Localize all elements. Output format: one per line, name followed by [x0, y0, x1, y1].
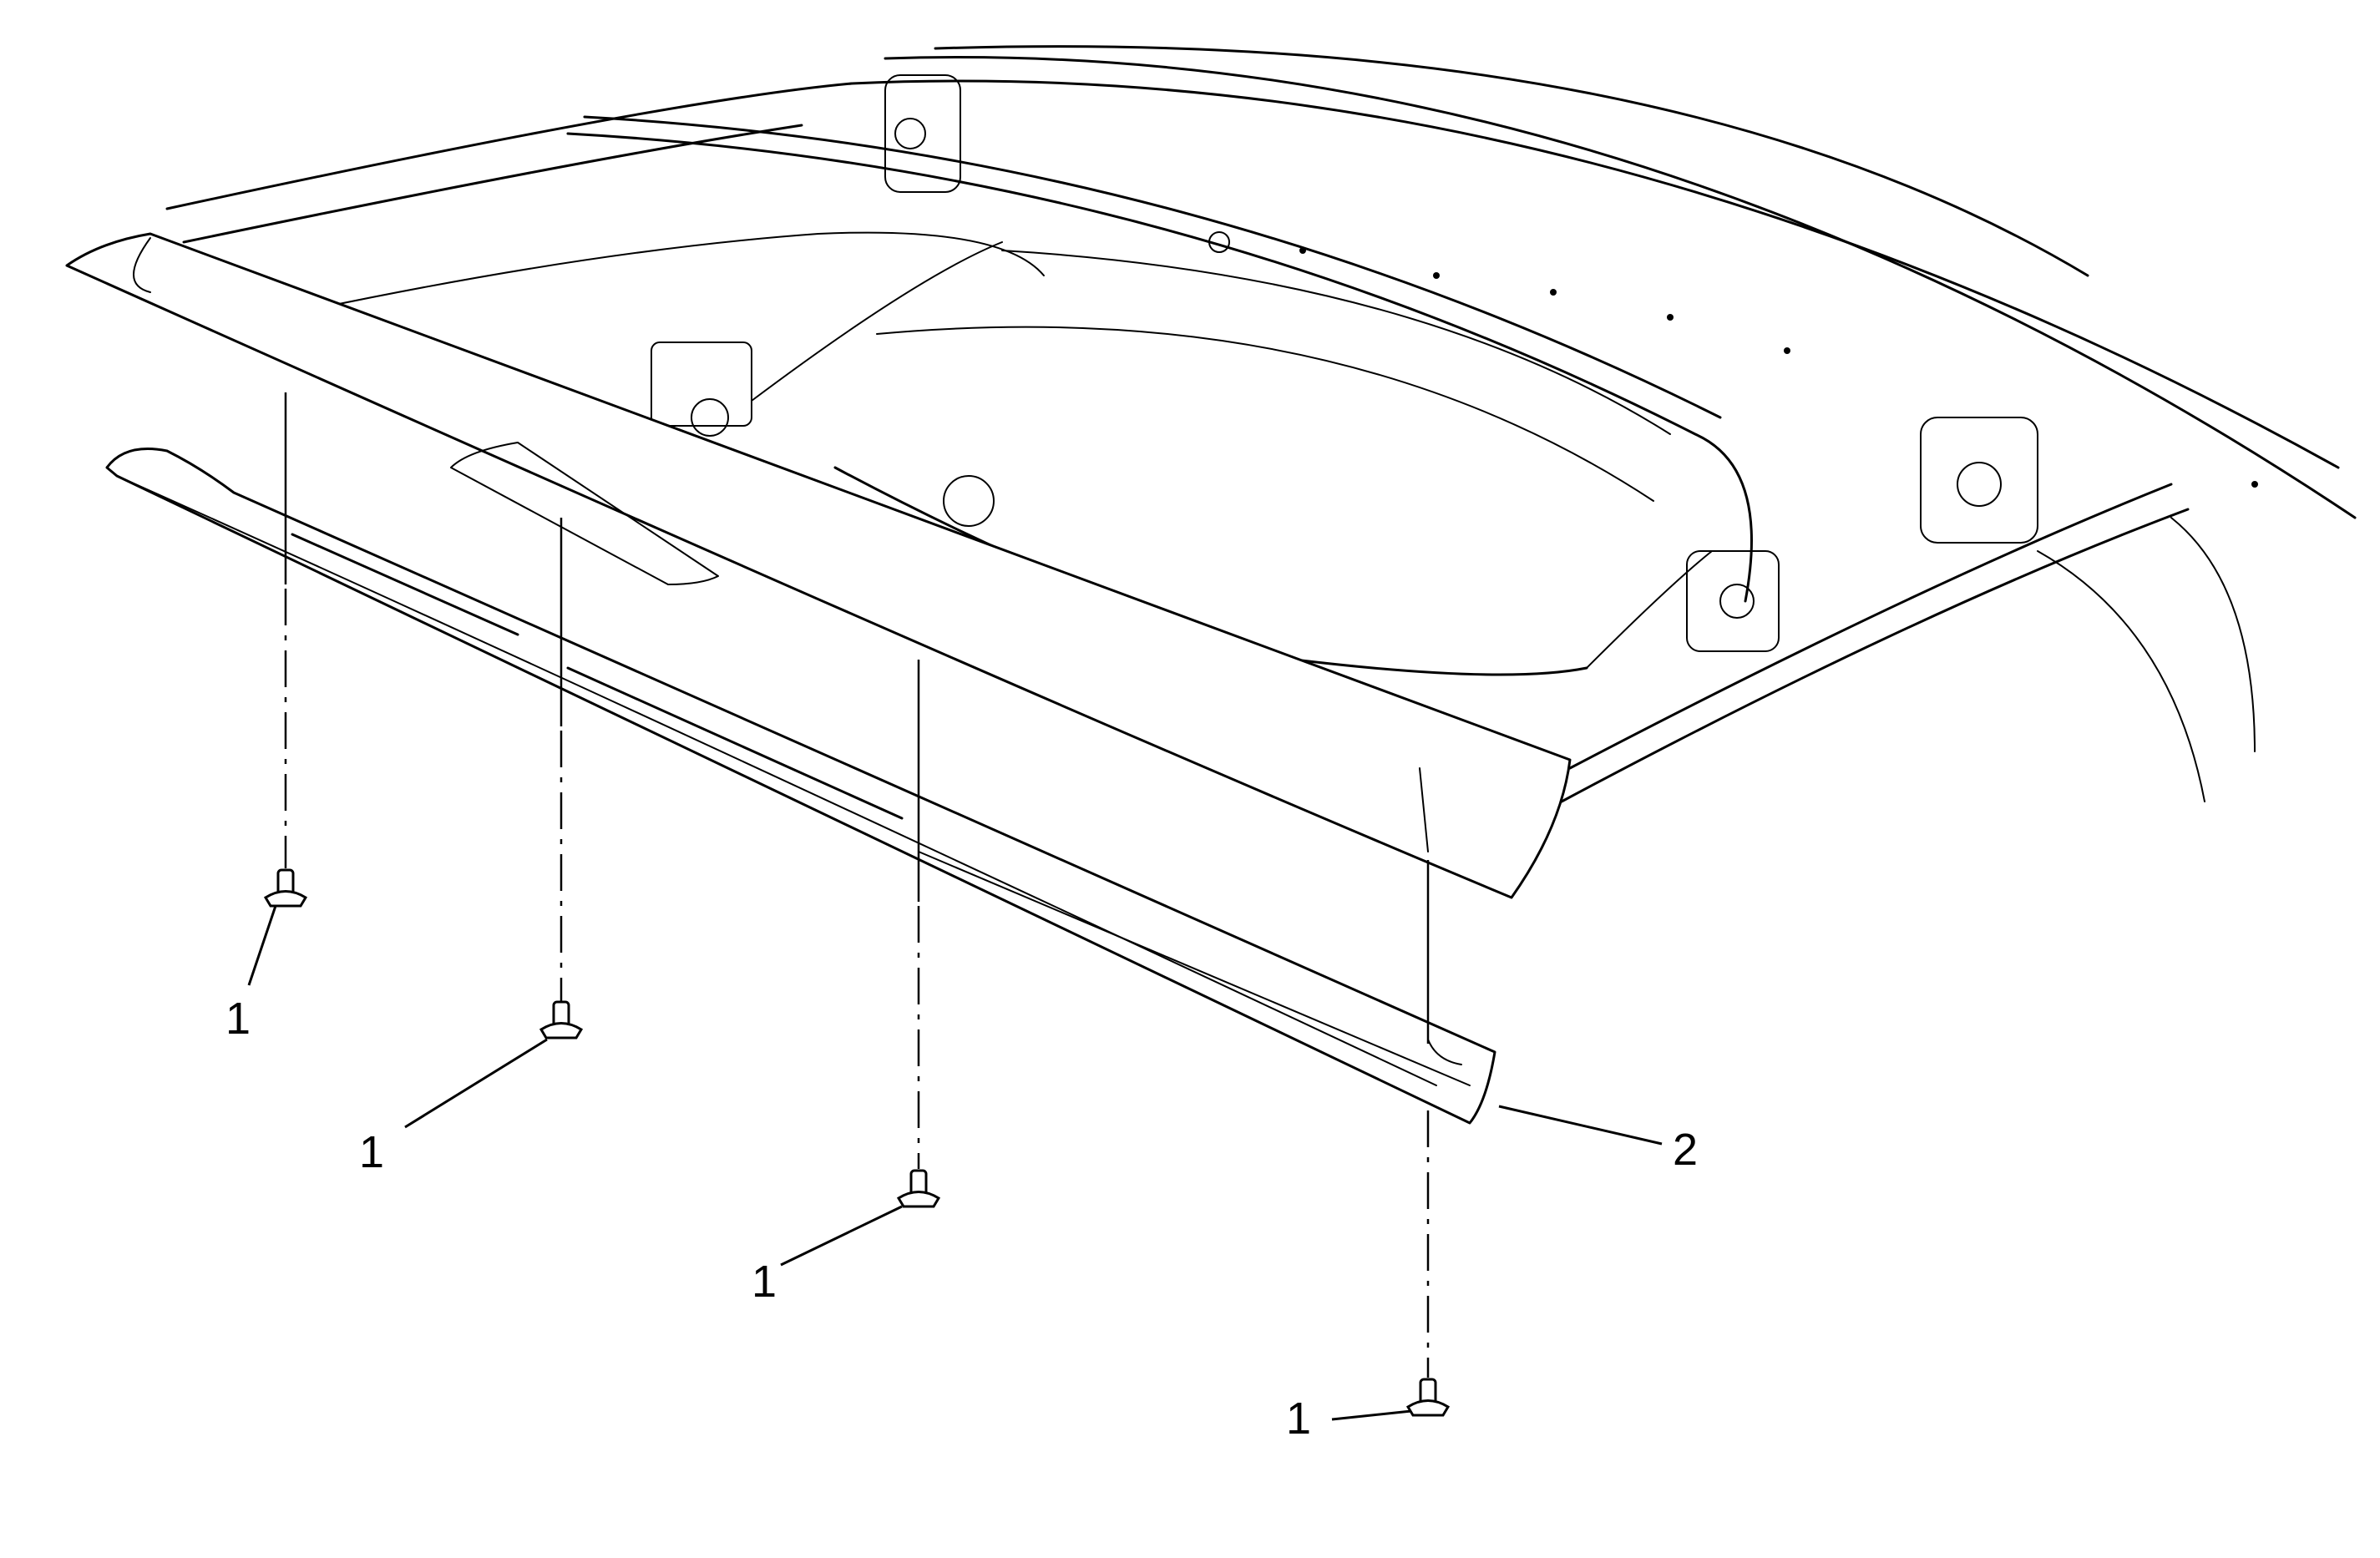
- fastener-screw-a: [263, 868, 308, 908]
- fastener-guide-lines: [284, 392, 1430, 1378]
- callout-leader-lines: [247, 905, 1663, 1421]
- fastener-screw-b: [539, 1000, 584, 1040]
- callout-fastener-1b: 1: [359, 1127, 384, 1177]
- callout-trim-panel-2: 2: [1673, 1125, 1698, 1175]
- rear-header-cover: [65, 232, 1572, 899]
- callout-fastener-1a: 1: [225, 994, 251, 1044]
- fastener-screw-d: [1405, 1378, 1451, 1417]
- callout-fastener-1c: 1: [752, 1257, 777, 1307]
- convertible-top-frame: [165, 45, 2357, 803]
- callout-fastener-1d: 1: [1286, 1394, 1311, 1444]
- rail-mounting-holes: [1299, 247, 2258, 488]
- fastener-screw-c: [896, 1169, 941, 1208]
- rear-trim-panel: [105, 448, 1496, 1125]
